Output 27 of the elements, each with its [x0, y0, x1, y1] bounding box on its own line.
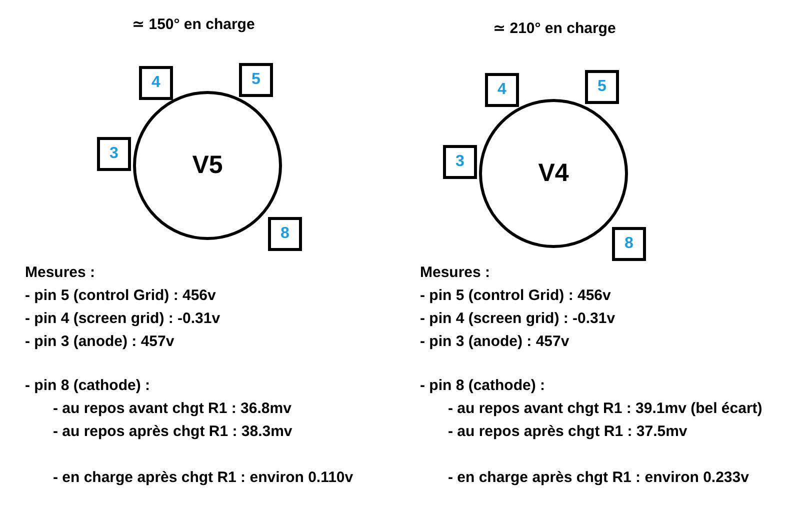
- pin-number-box: 8: [612, 227, 646, 261]
- measurement-text: - en charge après chgt R1 : environ 0.233v: [448, 469, 749, 487]
- pin-number-box: 5: [585, 70, 619, 104]
- pin-number-box: 3: [97, 137, 131, 171]
- pin-number-box: 4: [485, 73, 519, 107]
- pin-number-box: 3: [443, 145, 477, 179]
- measurement-text: - pin 5 (control Grid) : 456v: [420, 287, 611, 305]
- measurement-text: - pin 4 (screen grid) : -0.31v: [420, 310, 616, 328]
- measurement-text: - au repos après chgt R1 : 37.5mv: [448, 423, 688, 441]
- pin-number-box: 4: [139, 66, 173, 100]
- pin-number-box: 5: [239, 63, 273, 97]
- measurement-text: - pin 8 (cathode) :: [25, 377, 150, 395]
- heading: Mesures :: [420, 264, 490, 282]
- tube-circle: V5: [133, 91, 282, 240]
- heading: ≃ 150° en charge: [132, 16, 255, 34]
- measurement-text: - au repos après chgt R1 : 38.3mv: [53, 423, 292, 441]
- measurement-text: - en charge après chgt R1 : environ 0.110v: [53, 469, 354, 487]
- measurement-text: - pin 3 (anode) : 457v: [420, 333, 570, 351]
- measurement-text: - au repos avant chgt R1 : 39.1mv (bel écart): [448, 400, 762, 418]
- measurement-text: - pin 8 (cathode) :: [420, 377, 545, 395]
- measurement-text: - au repos avant chgt R1 : 36.8mv: [53, 400, 292, 418]
- heading: Mesures :: [25, 264, 96, 282]
- pin-number-box: 8: [268, 217, 302, 251]
- heading: ≃ 210° en charge: [493, 20, 616, 38]
- measurement-text: - pin 5 (control Grid) : 456v: [25, 287, 216, 305]
- measurement-text: - pin 4 (screen grid) : -0.31v: [25, 310, 220, 328]
- measurement-text: - pin 3 (anode) : 457v: [25, 333, 174, 351]
